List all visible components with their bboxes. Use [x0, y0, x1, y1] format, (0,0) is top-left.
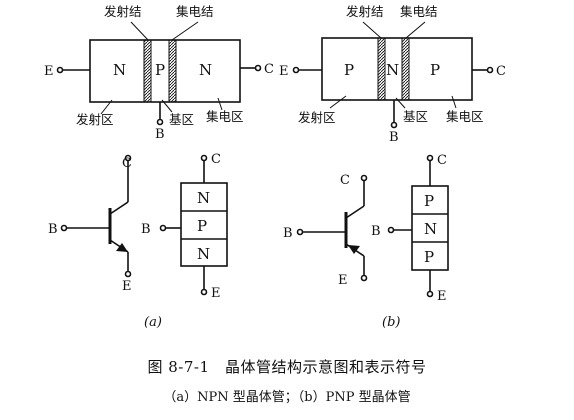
npn-region-left: N	[113, 61, 126, 79]
npn-stack	[159, 154, 228, 296]
npn-stack-e: E	[211, 286, 221, 301]
pnp-label-emitter-junction: 发射结	[346, 4, 384, 19]
pnp-terminal-c: C	[496, 64, 506, 79]
pnp-collector-junction	[401, 37, 410, 101]
pnp-structure	[292, 21, 494, 129]
npn-label-emitter-region: 发射区	[76, 112, 114, 127]
pnp-stack-layer-bottom: P	[424, 248, 434, 266]
pnp-stack-e: E	[437, 289, 447, 304]
npn-label-emitter-junction: 发射结	[104, 4, 142, 19]
npn-terminal-b: B	[155, 127, 165, 142]
npn-label-collector-junction: 集电结	[176, 4, 214, 19]
npn-block	[89, 39, 241, 103]
pnp-label-collector-junction: 集电结	[400, 4, 438, 19]
npn-terminal-e: E	[44, 64, 54, 79]
npn-symbol	[60, 154, 132, 278]
npn-label-collector-region: 集电区	[206, 109, 244, 124]
pnp-stack-b: B	[371, 224, 381, 239]
npn-region-mid: P	[155, 61, 165, 79]
pnp-terminal-b: B	[389, 130, 399, 145]
pnp-region-right: P	[430, 61, 440, 79]
npn-stack-b: B	[141, 222, 151, 237]
npn-symbol-c: C	[122, 156, 132, 171]
pnp-label-collector-region: 集电区	[446, 109, 484, 124]
pnp-emitter-arrow	[348, 245, 360, 254]
pnp-stack-layer-top: P	[424, 192, 434, 210]
npn-terminal-c: C	[264, 62, 274, 77]
npn-region-right: N	[199, 61, 212, 79]
npn-stack-layer-mid: P	[197, 217, 207, 235]
pnp-terminal-e: E	[279, 64, 289, 79]
pnp-symbol-b: B	[283, 226, 293, 241]
npn-stack-c: C	[211, 152, 221, 167]
pnp-label-emitter-region: 发射区	[298, 110, 336, 125]
pnp-symbol	[296, 174, 368, 282]
npn-symbol-e: E	[122, 279, 132, 294]
pnp-region-left: P	[344, 61, 354, 79]
sub-label-b: (b)	[382, 315, 400, 330]
figure-caption-subtitle: （a）NPN 型晶体管；（b）PNP 型晶体管	[163, 390, 411, 405]
sub-label-a: (a)	[144, 315, 162, 330]
pnp-stack	[387, 154, 449, 298]
pnp-stack-c: C	[437, 153, 447, 168]
pnp-block	[321, 37, 473, 101]
pnp-region-mid: N	[386, 61, 399, 79]
pnp-label-base-region: 基区	[403, 109, 428, 124]
npn-emitter-arrow	[116, 243, 128, 252]
npn-label-base-region: 基区	[169, 112, 194, 127]
pnp-emitter-junction	[377, 37, 386, 101]
npn-structure	[56, 21, 262, 126]
npn-stack-layer-bottom: N	[197, 245, 210, 263]
figure-caption-title: 图 8-7-1 晶体管结构示意图和表示符号	[147, 358, 427, 376]
npn-stack-layer-top: N	[197, 189, 210, 207]
pnp-symbol-e: E	[338, 273, 348, 288]
npn-emitter-junction	[143, 39, 152, 103]
npn-collector-junction	[168, 39, 177, 103]
pnp-symbol-c: C	[340, 173, 350, 188]
npn-symbol-b: B	[48, 222, 58, 237]
pnp-stack-layer-mid: N	[424, 220, 437, 238]
